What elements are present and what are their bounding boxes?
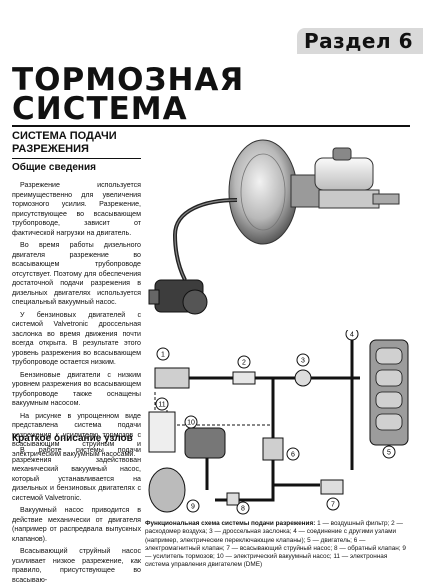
- section-tab: Раздел 6: [297, 28, 423, 54]
- callout-2: 2: [237, 355, 251, 369]
- page-title-line1: ТОРМОЗНАЯ: [12, 62, 245, 98]
- jet-pump: [320, 479, 344, 495]
- heading-general: Общие сведения: [12, 162, 96, 173]
- callout-5: 5: [382, 445, 396, 459]
- callout-1: 1: [156, 347, 170, 361]
- text-column-1: Разрежение используется преимущественно …: [12, 181, 141, 462]
- master-cylinder: [318, 189, 380, 209]
- callout-11: 11: [155, 397, 169, 411]
- caption-lead: Функциональная схема системы подачи разр…: [145, 520, 316, 527]
- subtitle-line1: СИСТЕМА ПОДАЧИ: [12, 130, 117, 142]
- paragraph: В работе системы подачи разрежения задей…: [12, 446, 141, 502]
- throttle-valve: [294, 369, 312, 387]
- callout-9: 9: [186, 499, 200, 513]
- paragraph: На рисунке в упрощенном виде представлен…: [12, 411, 141, 458]
- booster-body: [228, 139, 298, 245]
- paragraph: Во время работы дизельного двигателя раз…: [12, 241, 141, 306]
- section-label: Раздел 6: [303, 29, 413, 53]
- svg-text:7: 7: [331, 502, 335, 509]
- page-title-line2: СИСТЕМА: [12, 91, 188, 127]
- text-column-2: В работе системы подачи разрежения задей…: [12, 446, 141, 588]
- manual-page: Раздел 6 ТОРМОЗНАЯ СИСТЕМА СИСТЕМА ПОДАЧ…: [12, 28, 423, 584]
- solenoid-valve: [262, 437, 284, 461]
- brake-booster-photo: [148, 139, 400, 315]
- electric-vacuum-pump-diagram: [184, 427, 226, 459]
- svg-text:6: 6: [291, 452, 295, 459]
- svg-text:1: 1: [161, 352, 165, 359]
- caption-text: 1 — воздушный фильтр; 2 — расходомер воз…: [145, 520, 406, 569]
- paragraph: Разрежение используется преимущественно …: [12, 181, 141, 237]
- callout-10: 10: [184, 415, 198, 429]
- dme-control-unit: [148, 411, 176, 453]
- heading-short-description: Краткое описание узлов: [12, 433, 133, 444]
- air-filter: [154, 367, 190, 389]
- paragraph: У бензиновых двигателей с системой Valve…: [12, 310, 141, 367]
- callout-4: 4: [345, 330, 359, 341]
- svg-text:9: 9: [191, 504, 195, 511]
- svg-text:10: 10: [187, 420, 195, 427]
- paragraph: Всасывающий струйный насос усиливает низ…: [12, 547, 141, 584]
- subtitle-line2: РАЗРЕЖЕНИЯ: [12, 143, 89, 155]
- callout-3: 3: [296, 353, 310, 367]
- article-subtitle: СИСТЕМА ПОДАЧИ РАЗРЕЖЕНИЯ: [12, 130, 117, 156]
- svg-text:3: 3: [301, 358, 305, 365]
- air-flow-meter: [232, 371, 256, 385]
- title-rule: [12, 125, 410, 127]
- svg-text:2: 2: [242, 360, 246, 367]
- brake-booster-diagram: [148, 467, 186, 513]
- callout-7: 7: [326, 497, 340, 511]
- paragraph: Бензиновые двигатели с низким уровнем ра…: [12, 370, 141, 408]
- svg-text:4: 4: [350, 332, 354, 339]
- brake-fluid-reservoir: [314, 157, 374, 191]
- vacuum-hose: [172, 198, 238, 281]
- diagram-caption: Функциональная схема системы подачи разр…: [145, 520, 413, 570]
- vacuum-system-diagram: 1 2 3 4 5 6 7 8 9 10 11: [148, 330, 409, 515]
- paragraph: Вакуумный насос приводится в действие ме…: [12, 506, 141, 543]
- subtitle-rule: [12, 158, 141, 159]
- svg-text:5: 5: [387, 450, 391, 457]
- svg-text:11: 11: [158, 402, 165, 409]
- callout-8: 8: [236, 501, 250, 515]
- callout-6: 6: [286, 447, 300, 461]
- svg-text:8: 8: [241, 506, 245, 513]
- check-valve: [226, 492, 240, 506]
